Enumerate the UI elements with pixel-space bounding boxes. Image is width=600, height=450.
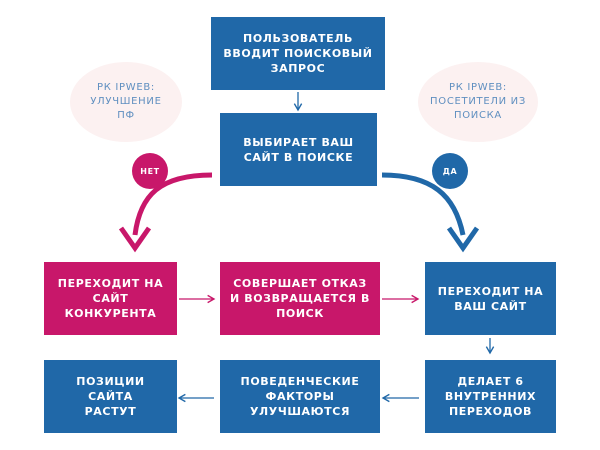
node-competitor: ПЕРЕХОДИТ НА САЙТ КОНКУРЕНТА xyxy=(44,262,177,335)
bubble-left: РК IPWEB: УЛУЧШЕНИЕ ПФ xyxy=(70,62,182,142)
badge-yes: ДА xyxy=(432,153,468,189)
node-positions: ПОЗИЦИИ САЙТА РАСТУТ xyxy=(44,360,177,433)
node-behavior: ПОВЕДЕНЧЕСКИЕ ФАКТОРЫ УЛУЧШАЮТСЯ xyxy=(220,360,380,433)
node-user-query: ПОЛЬЗОВАТЕЛЬ ВВОДИТ ПОИСКОВЫЙ ЗАПРОС xyxy=(211,17,385,90)
node-internal: ДЕЛАЕТ 6 ВНУТРЕННИХ ПЕРЕХОДОВ xyxy=(425,360,556,433)
node-your-site: ПЕРЕХОДИТ НА ВАШ САЙТ xyxy=(425,262,556,335)
bubble-right: РК IPWEB: ПОСЕТИТЕЛИ ИЗ ПОИСКА xyxy=(418,62,538,142)
node-choose-site: ВЫБИРАЕТ ВАШ САЙТ В ПОИСКЕ xyxy=(220,113,377,186)
arrow-yes-head xyxy=(446,226,480,253)
arrow-no-curve xyxy=(132,172,213,236)
badge-no: НЕТ xyxy=(132,153,168,189)
arrow-no-head xyxy=(118,226,152,253)
node-bounce: СОВЕРШАЕТ ОТКАЗ И ВОЗВРАЩАЕТСЯ В ПОИСК xyxy=(220,262,380,335)
arrow-yes-curve xyxy=(381,172,466,236)
